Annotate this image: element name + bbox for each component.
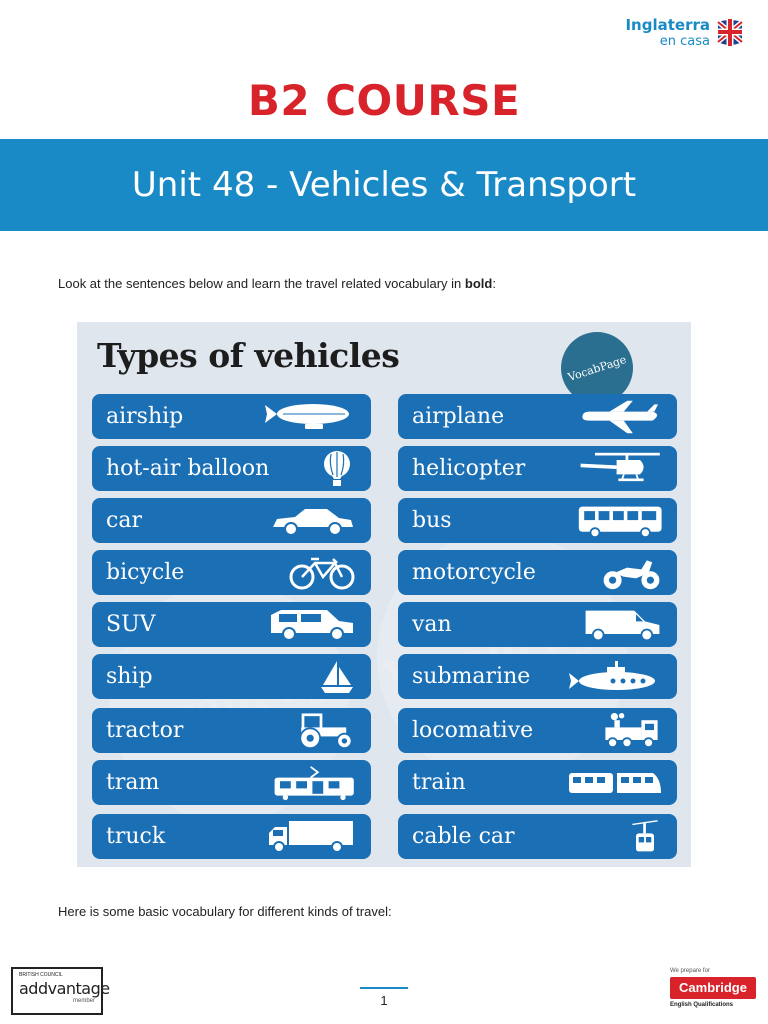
- vehicle-label: airship: [106, 404, 184, 429]
- cable-car-icon: [567, 818, 663, 856]
- intro-text: Look at the sentences below and learn th…: [58, 276, 496, 291]
- vehicle-card-bicycle: bicycle: [92, 550, 371, 595]
- vehicle-card-tractor: tractor: [92, 708, 371, 753]
- intro-text-main: Look at the sentences below and learn th…: [58, 276, 465, 291]
- intro-bold-word: bold: [464, 276, 493, 291]
- vehicle-card-train: train: [398, 760, 677, 805]
- tractor-icon: [261, 712, 357, 750]
- vehicle-card-hot-air-balloon: hot-air balloon: [92, 446, 371, 491]
- vehicle-label: cable car: [412, 824, 515, 849]
- airship-icon: [261, 398, 357, 436]
- we-prepare-for-text: We prepare for: [670, 968, 710, 974]
- vehicle-label: van: [412, 612, 452, 637]
- addvantage-text: addvantage: [19, 978, 110, 998]
- vehicle-card-bus: bus: [398, 498, 677, 543]
- vehicle-card-car: car: [92, 498, 371, 543]
- vehicle-label: train: [412, 770, 466, 795]
- inglaterra-en-casa-logo: Inglaterra en casa: [625, 18, 746, 50]
- bicycle-icon: [261, 554, 357, 592]
- tram-icon: [261, 764, 357, 802]
- vehicle-card-airship: airship: [92, 394, 371, 439]
- cambridge-brand: Cambridge: [670, 977, 756, 999]
- vehicle-card-cable-car: cable car: [398, 814, 677, 859]
- car-icon: [261, 502, 357, 540]
- vehicle-label: helicopter: [412, 456, 526, 481]
- vehicle-card-suv: SUV: [92, 602, 371, 647]
- vehicle-label: truck: [106, 824, 166, 849]
- truck-icon: [261, 818, 357, 856]
- unit-title: Unit 48 - Vehicles & Transport: [131, 165, 637, 205]
- train-icon: [567, 764, 663, 802]
- travel-intro-text: Here is some basic vocabulary for differ…: [58, 904, 392, 919]
- vehicle-card-ship: ship: [92, 654, 371, 699]
- types-of-vehicles-infographic: VocabPage VocabPage Types of vehicles Vo…: [77, 322, 691, 867]
- vehicle-label: locomative: [412, 718, 534, 743]
- infographic-title: Types of vehicles: [97, 336, 400, 375]
- page-number-divider: [360, 987, 408, 989]
- vehicle-label: car: [106, 508, 142, 533]
- vehicle-label: hot-air balloon: [106, 456, 270, 481]
- cambridge-logo: We prepare for Cambridge English Qualifi…: [670, 968, 760, 1008]
- vehicle-label: bus: [412, 508, 452, 533]
- vehicle-card-motorcycle: motorcycle: [398, 550, 677, 595]
- locomotive-icon: [567, 712, 663, 750]
- english-qualifications-text: English Qualifications: [670, 1002, 734, 1008]
- addvantage-logo: BRITISH COUNCIL addvantage member: [11, 967, 110, 1015]
- vehicle-label: submarine: [412, 664, 531, 689]
- page-number: 1: [380, 993, 388, 1008]
- vehicle-label: SUV: [106, 612, 156, 637]
- unit-banner: Unit 48 - Vehicles & Transport: [0, 139, 768, 231]
- submarine-icon: [567, 658, 663, 696]
- bus-icon: [567, 502, 663, 540]
- suv-icon: [261, 606, 357, 644]
- vocabpage-badge: VocabPage: [561, 332, 633, 404]
- motorcycle-icon: [567, 554, 663, 592]
- vehicle-label: airplane: [412, 404, 505, 429]
- vehicle-card-van: van: [398, 602, 677, 647]
- hot-air-balloon-icon: [269, 450, 357, 488]
- vehicle-label: ship: [106, 664, 153, 689]
- helicopter-icon: [567, 450, 663, 488]
- badge-text: VocabPage: [566, 352, 628, 384]
- british-council-text: BRITISH COUNCIL: [19, 972, 63, 978]
- ship-icon: [261, 658, 357, 696]
- vehicle-card-truck: truck: [92, 814, 371, 859]
- logo-main-text: Inglaterra: [625, 16, 710, 34]
- airplane-icon: [567, 398, 663, 436]
- vehicle-card-airplane: airplane: [398, 394, 677, 439]
- union-jack-icon: [716, 19, 744, 46]
- member-text: member: [72, 997, 95, 1004]
- logo-sub-text: en casa: [659, 34, 710, 49]
- vehicle-label: motorcycle: [412, 560, 536, 585]
- course-title: B2 COURSE: [247, 76, 521, 125]
- van-icon: [567, 606, 663, 644]
- vehicle-card-submarine: submarine: [398, 654, 677, 699]
- intro-suffix: :: [492, 276, 496, 291]
- vehicle-card-helicopter: helicopter: [398, 446, 677, 491]
- vehicle-card-locomative: locomative: [398, 708, 677, 753]
- vehicle-card-tram: tram: [92, 760, 371, 805]
- vehicle-label: bicycle: [106, 560, 185, 585]
- vehicle-label: tram: [106, 770, 160, 795]
- vehicle-label: tractor: [106, 718, 184, 743]
